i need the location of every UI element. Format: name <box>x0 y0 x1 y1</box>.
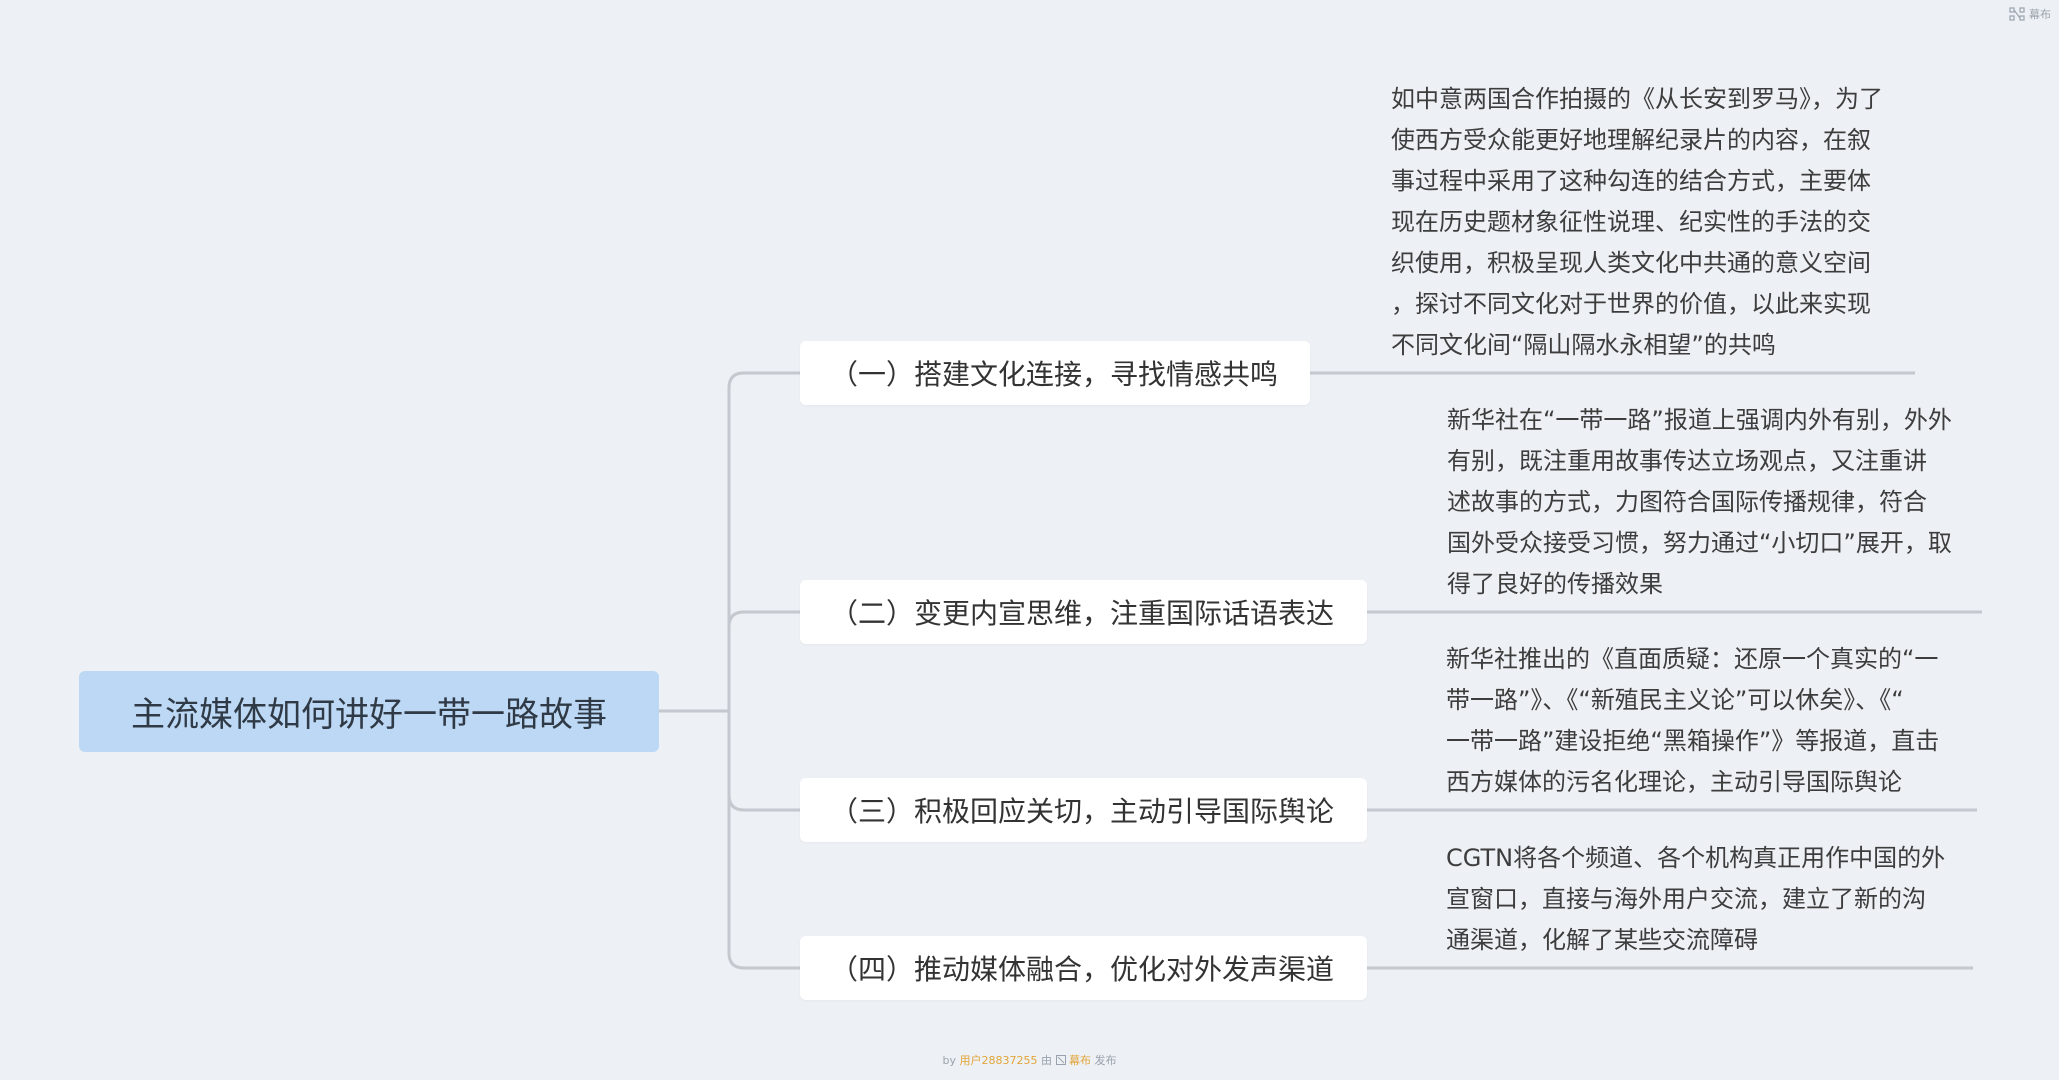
note-line: 使西方受众能更好地理解纪录片的内容，在叙 <box>1391 126 1871 154</box>
branch-node-4[interactable]: （四）推动媒体融合，优化对外发声渠道 <box>800 936 1367 1000</box>
branch-node-1[interactable]: （一）搭建文化连接，寻找情感共鸣 <box>800 341 1310 405</box>
note-line: 西方媒体的污名化理论，主动引导国际舆论 <box>1446 768 1902 796</box>
branch-1-note[interactable]: 如中意两国合作拍摄的《从长安到罗马》，为了 使西方受众能更好地理解纪录片的内容，… <box>1391 79 1883 366</box>
footer-published: 发布 <box>1094 1054 1117 1067</box>
branch-label: （二）变更内宣思维，注重国际话语表达 <box>830 597 1335 630</box>
note-line: 新华社推出的《直面质疑：还原一个真实的“一 <box>1446 645 1939 673</box>
note-line: 述故事的方式，力图符合国际传播规律，符合 <box>1447 488 1927 516</box>
branch-3-note[interactable]: 新华社推出的《直面质疑：还原一个真实的“一 带一路”》、《“新殖民主义论”可以休… <box>1446 639 1939 803</box>
footer-via: 由 <box>1041 1054 1052 1067</box>
branch-node-3[interactable]: （三）积极回应关切，主动引导国际舆论 <box>800 778 1367 842</box>
note-line: 国外受众接受习惯，努力通过“小切口”展开，取 <box>1447 529 1952 557</box>
watermark-label: 幕布 <box>2029 8 2051 21</box>
footer-brand-link[interactable]: 幕布 <box>1069 1054 1091 1067</box>
note-line: 现在历史题材象征性说理、纪实性的手法的交 <box>1391 208 1871 236</box>
mindmap-icon <box>2009 7 2025 21</box>
note-line: 得了良好的传播效果 <box>1447 570 1663 598</box>
branch-label: （三）积极回应关切，主动引导国际舆论 <box>830 795 1335 828</box>
note-line: 事过程中采用了这种勾连的结合方式，主要体 <box>1391 167 1871 195</box>
note-line: CGTN将各个频道、各个机构真正用作中国的外 <box>1446 844 1946 872</box>
note-line: 宣窗口，直接与海外用户交流，建立了新的沟 <box>1446 885 1926 913</box>
footer-credit: by 用户28837255 由 幕布 发布 <box>0 1052 2059 1068</box>
branch-2-connector <box>727 610 800 628</box>
branch-node-2[interactable]: （二）变更内宣思维，注重国际话语表达 <box>800 580 1367 644</box>
note-line: 织使用，积极呈现人类文化中共通的意义空间 <box>1391 249 1871 277</box>
note-line: ，探讨不同文化对于世界的价值，以此来实现 <box>1391 290 1871 318</box>
note-line: 新华社在“一带一路”报道上强调内外有别，外外 <box>1447 406 1952 434</box>
mubu-logo-icon <box>1055 1055 1066 1065</box>
footer-by: by <box>942 1054 957 1067</box>
note-line: 有别，既注重用故事传达立场观点，又注重讲 <box>1447 447 1927 475</box>
mubu-watermark[interactable]: 幕布 <box>2009 6 2051 22</box>
note-line: 通渠道，化解了某些交流障碍 <box>1446 926 1758 954</box>
branch-3-connector <box>727 794 800 812</box>
root-node[interactable]: 主流媒体如何讲好一带一路故事 <box>79 671 659 752</box>
note-line: 一带一路”建设拒绝“黑箱操作”》等报道，直击 <box>1446 727 1940 755</box>
note-line: 如中意两国合作拍摄的《从长安到罗马》，为了 <box>1391 85 1883 113</box>
branch-label: （四）推动媒体融合，优化对外发声渠道 <box>830 953 1335 986</box>
root-label: 主流媒体如何讲好一带一路故事 <box>131 695 607 735</box>
trunk-connector <box>727 371 800 970</box>
note-line: 带一路”》、《“新殖民主义论”可以休矣》、《“ <box>1446 686 1904 714</box>
branch-4-note[interactable]: CGTN将各个频道、各个机构真正用作中国的外 宣窗口，直接与海外用户交流，建立了… <box>1446 838 1945 961</box>
note-line: 不同文化间“隔山隔水永相望”的共鸣 <box>1391 331 1776 359</box>
footer-user-link[interactable]: 用户28837255 <box>959 1054 1038 1067</box>
branch-label: （一）搭建文化连接，寻找情感共鸣 <box>830 358 1279 391</box>
branch-2-note[interactable]: 新华社在“一带一路”报道上强调内外有别，外外 有别，既注重用故事传达立场观点，又… <box>1447 400 1952 605</box>
